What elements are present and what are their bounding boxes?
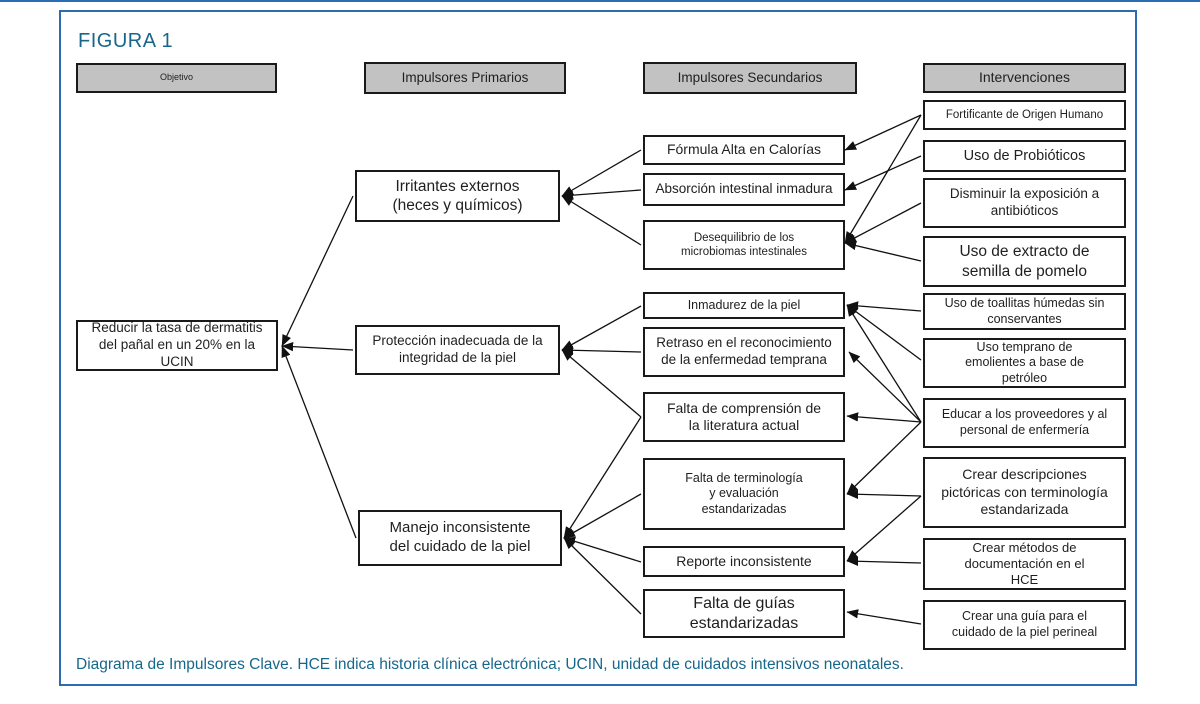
secondary-driver-lack-standardized-guidelines: Falta de guías estandarizadas [643, 589, 845, 638]
intervention-educate-providers: Educar a los proveedores y al personal d… [923, 398, 1126, 448]
column-header-secondary-drivers: Impulsores Secundarios [643, 62, 857, 94]
page-top-rule [0, 0, 1200, 2]
secondary-driver-lack-standardized-terminology: Falta de terminología y evaluación estan… [643, 458, 845, 530]
intervention-decrease-antibiotics: Disminuir la exposición a antibióticos [923, 178, 1126, 228]
secondary-driver-high-calorie-formula: Fórmula Alta en Calorías [643, 135, 845, 165]
primary-driver-inconsistent-management: Manejo inconsistente del cuidado de la p… [358, 510, 562, 566]
intervention-preservative-free-wipes: Uso de toallitas húmedas sin conservante… [923, 293, 1126, 330]
intervention-grapefruit-seed-extract: Uso de extracto de semilla de pomelo [923, 236, 1126, 287]
intervention-perineal-care-guideline: Crear una guía para el cuidado de la pie… [923, 600, 1126, 650]
intervention-ehr-documentation: Crear métodos de documentación en el HCE [923, 538, 1126, 590]
secondary-driver-delayed-recognition: Retraso en el reconocimiento de la enfer… [643, 327, 845, 377]
secondary-driver-inconsistent-reporting: Reporte inconsistente [643, 546, 845, 577]
figure-caption: Diagrama de Impulsores Clave. HCE indica… [76, 656, 904, 673]
primary-driver-inadequate-protection: Protección inadecuada de la integridad d… [355, 325, 560, 375]
figure-label: FIGURA 1 [78, 30, 174, 52]
intervention-petroleum-emollients: Uso temprano de emolientes a base de pet… [923, 338, 1126, 388]
secondary-driver-immature-absorption: Absorción intestinal inmadura [643, 173, 845, 206]
secondary-driver-microbiome-imbalance: Desequilibrio de los microbiomas intesti… [643, 220, 845, 270]
intervention-human-based-fortifier: Fortificante de Origen Humano [923, 100, 1126, 130]
intervention-probiotics: Uso de Probióticos [923, 140, 1126, 172]
objective-box: Reducir la tasa de dermatitis del pañal … [76, 320, 278, 371]
column-header-primary-drivers: Impulsores Primarios [364, 62, 566, 94]
secondary-driver-immature-skin: Inmadurez de la piel [643, 292, 845, 319]
intervention-pictorial-descriptions: Crear descripciones pictóricas con termi… [923, 457, 1126, 528]
primary-driver-external-irritants: Irritantes externos (heces y químicos) [355, 170, 560, 222]
column-header-interventions: Intervenciones [923, 63, 1126, 93]
secondary-driver-lack-of-understanding: Falta de comprensión de la literatura ac… [643, 392, 845, 442]
column-header-objective: Objetivo [76, 63, 277, 93]
